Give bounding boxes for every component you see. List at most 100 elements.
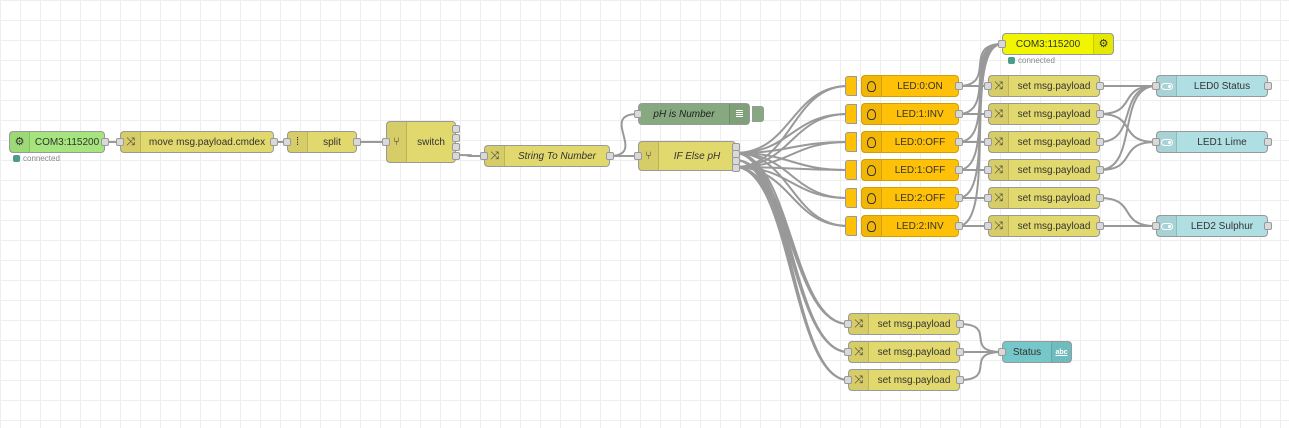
input-port[interactable] [283, 138, 291, 146]
move-label: move msg.payload.cmdex [148, 136, 266, 148]
led-node[interactable]: LED:0:OFF [861, 131, 963, 153]
status-set-node[interactable]: ⤨ set msg.payload [844, 341, 964, 363]
input-port[interactable] [1152, 138, 1160, 146]
led-inject-button[interactable] [845, 132, 857, 152]
output-port[interactable] [955, 82, 963, 90]
output-port[interactable] [1096, 82, 1104, 90]
serial-in-node[interactable]: ⚙ COM3:115200 [9, 131, 109, 153]
output-port-1[interactable] [452, 125, 460, 133]
ui-led-node[interactable]: LED1 Lime [1152, 131, 1272, 153]
split-label: split [323, 136, 341, 148]
output-port[interactable] [353, 138, 361, 146]
output-port-3[interactable] [452, 143, 460, 151]
shuffle-icon: ⤨ [849, 370, 869, 390]
led-inject-button[interactable] [845, 216, 857, 236]
led-node[interactable]: LED:1:INV [861, 103, 963, 125]
led-node[interactable]: LED:1:OFF [861, 159, 963, 181]
output-port-2[interactable] [452, 134, 460, 142]
status-set-node[interactable]: ⤨ set msg.payload [844, 313, 964, 335]
led-inject-button[interactable] [845, 76, 857, 96]
output-port[interactable] [606, 152, 614, 160]
status-text-node[interactable]: Status abc [998, 341, 1072, 363]
led-inject-button[interactable] [845, 160, 857, 180]
output-port-4[interactable] [732, 164, 740, 172]
output-port[interactable] [1264, 222, 1272, 230]
input-port[interactable] [1152, 222, 1160, 230]
status-text-label: Status [1012, 346, 1042, 358]
status-set-label: set msg.payload [877, 374, 951, 386]
set-payload-node[interactable]: ⤨ set msg.payload [984, 187, 1104, 209]
output-port[interactable] [955, 138, 963, 146]
input-port[interactable] [844, 348, 852, 356]
output-port[interactable] [1096, 222, 1104, 230]
input-port[interactable] [844, 320, 852, 328]
output-port[interactable] [270, 138, 278, 146]
output-port[interactable] [955, 110, 963, 118]
output-port[interactable] [955, 166, 963, 174]
input-port[interactable] [844, 376, 852, 384]
input-port[interactable] [984, 138, 992, 146]
debug-node[interactable]: pH is Number ≣ [634, 103, 750, 125]
light-bulb-icon [862, 188, 882, 208]
serial-in-label: COM3:115200 [34, 136, 100, 148]
output-port[interactable] [101, 138, 109, 146]
output-port[interactable] [1096, 166, 1104, 174]
input-port[interactable] [998, 348, 1006, 356]
ui-led-node[interactable]: LED0 Status [1152, 75, 1272, 97]
output-port[interactable] [955, 222, 963, 230]
serial-out-status: connected [1008, 56, 1055, 65]
status-set-label: set msg.payload [877, 318, 951, 330]
output-port[interactable] [1264, 82, 1272, 90]
set-payload-node[interactable]: ⤨ set msg.payload [984, 215, 1104, 237]
output-port[interactable] [956, 320, 964, 328]
set-payload-node[interactable]: ⤨ set msg.payload [984, 75, 1104, 97]
output-port[interactable] [1096, 194, 1104, 202]
input-port[interactable] [480, 152, 488, 160]
input-port[interactable] [1152, 82, 1160, 90]
output-port[interactable] [1096, 110, 1104, 118]
input-port[interactable] [984, 166, 992, 174]
output-port[interactable] [1096, 138, 1104, 146]
move-node[interactable]: ⤨ move msg.payload.cmdex [116, 131, 278, 153]
wire [957, 43, 1003, 227]
led-label: LED:0:OFF [894, 136, 946, 148]
led-node[interactable]: LED:2:OFF [861, 187, 963, 209]
input-port[interactable] [634, 110, 642, 118]
output-port-4[interactable] [452, 152, 460, 160]
status-set-node[interactable]: ⤨ set msg.payload [844, 369, 964, 391]
set-payload-node[interactable]: ⤨ set msg.payload [984, 159, 1104, 181]
set-payload-node[interactable]: ⤨ set msg.payload [984, 103, 1104, 125]
text-abc-icon: abc [1051, 342, 1071, 362]
serial-in-status: connected [13, 154, 60, 163]
output-port[interactable] [1264, 138, 1272, 146]
led-label: LED:1:OFF [894, 164, 946, 176]
serial-out-node[interactable]: COM3:115200 ⚙ [998, 33, 1114, 55]
output-port[interactable] [955, 194, 963, 202]
serial-port-icon: ⚙ [1093, 34, 1113, 54]
led-inject-button[interactable] [845, 104, 857, 124]
input-port[interactable] [984, 194, 992, 202]
input-port[interactable] [634, 152, 642, 160]
input-port[interactable] [984, 82, 992, 90]
led-node[interactable]: LED:2:INV [861, 215, 963, 237]
led-node[interactable]: LED:0:ON [861, 75, 963, 97]
if-else-node[interactable]: ⑂ IF Else pH [634, 141, 740, 172]
led-label: LED:2:OFF [894, 192, 946, 204]
input-port[interactable] [984, 110, 992, 118]
input-port[interactable] [382, 138, 390, 146]
string-to-number-node[interactable]: ⤨ String To Number [480, 145, 614, 167]
toggle-icon [1157, 76, 1177, 96]
input-port[interactable] [116, 138, 124, 146]
debug-toggle-button[interactable] [752, 106, 764, 122]
set-payload-node[interactable]: ⤨ set msg.payload [984, 131, 1104, 153]
led-inject-button[interactable] [845, 188, 857, 208]
switch-node[interactable]: ⑂ switch [382, 121, 460, 163]
shuffle-icon: ⤨ [989, 76, 1009, 96]
input-port[interactable] [998, 40, 1006, 48]
input-port[interactable] [984, 222, 992, 230]
split-node[interactable]: ⁞ split [283, 131, 361, 153]
wire [734, 166, 849, 353]
output-port[interactable] [956, 348, 964, 356]
output-port[interactable] [956, 376, 964, 384]
ui-led-node[interactable]: LED2 Sulphur [1152, 215, 1272, 237]
